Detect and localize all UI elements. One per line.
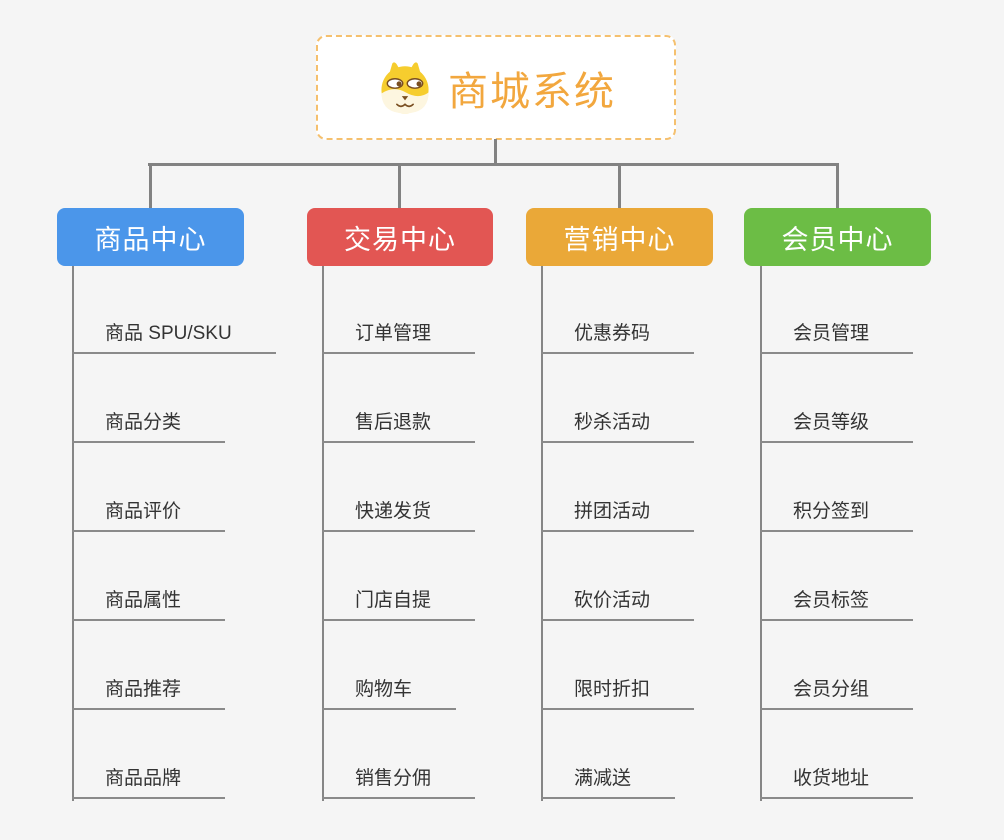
branch-node-member-center[interactable]: 会员中心: [744, 208, 931, 266]
leaf-node[interactable]: 砍价活动: [541, 575, 695, 621]
leaf-node[interactable]: 限时折扣: [541, 664, 695, 710]
leaf-node[interactable]: 快递发货: [322, 486, 476, 532]
root-node[interactable]: 商城系统: [316, 35, 676, 140]
branch-node-product-center[interactable]: 商品中心: [57, 208, 244, 266]
leaf-node[interactable]: 优惠券码: [541, 308, 695, 354]
connector-rail: [322, 266, 324, 801]
leaf-label: 收货地址: [793, 768, 870, 789]
leaf-node[interactable]: 商品品牌: [72, 753, 226, 799]
connector-rail: [760, 266, 762, 801]
leaf-node[interactable]: 满减送: [541, 753, 676, 799]
leaf-node[interactable]: 售后退款: [322, 397, 476, 443]
connector-drop-marketing: [618, 164, 621, 209]
branch-children-product-center: 商品 SPU/SKU 商品分类 商品评价 商品属性 商品推荐 商品品牌: [72, 266, 372, 806]
leaf-node[interactable]: 门店自提: [322, 575, 476, 621]
branch-node-trade-center[interactable]: 交易中心: [307, 208, 493, 266]
branch-label: 会员中心: [781, 224, 894, 255]
leaf-label: 会员等级: [793, 412, 870, 433]
leaf-label: 门店自提: [355, 590, 432, 611]
leaf-node[interactable]: 会员管理: [760, 308, 914, 354]
branch-label: 商品中心: [94, 224, 207, 255]
leaf-node[interactable]: 会员分组: [760, 664, 914, 710]
leaf-label: 购物车: [355, 679, 413, 700]
leaf-node[interactable]: 秒杀活动: [541, 397, 695, 443]
leaf-label: 商品分类: [105, 412, 182, 433]
leaf-label: 砍价活动: [574, 590, 651, 611]
leaf-label: 订单管理: [355, 323, 432, 344]
branch-node-marketing-center[interactable]: 营销中心: [526, 208, 713, 266]
leaf-node[interactable]: 销售分佣: [322, 753, 476, 799]
leaf-node[interactable]: 购物车: [322, 664, 457, 710]
leaf-label: 会员分组: [793, 679, 870, 700]
leaf-node[interactable]: 商品 SPU/SKU: [72, 308, 276, 354]
connector-drop-products: [149, 164, 152, 209]
branch-children-marketing-center: 优惠券码 秒杀活动 拼团活动 砍价活动 限时折扣 满减送: [541, 266, 841, 806]
leaf-node[interactable]: 会员标签: [760, 575, 914, 621]
leaf-label: 商品属性: [105, 590, 182, 611]
leaf-label: 拼团活动: [574, 501, 651, 522]
branch-children-member-center: 会员管理 会员等级 积分签到 会员标签 会员分组 收货地址: [760, 266, 1004, 806]
leaf-node[interactable]: 商品推荐: [72, 664, 226, 710]
connector-rail: [541, 266, 543, 801]
leaf-label: 优惠券码: [574, 323, 651, 344]
leaf-node[interactable]: 会员等级: [760, 397, 914, 443]
leaf-label: 限时折扣: [574, 679, 651, 700]
leaf-node[interactable]: 订单管理: [322, 308, 476, 354]
leaf-node[interactable]: 收货地址: [760, 753, 914, 799]
leaf-label: 会员标签: [793, 590, 870, 611]
leaf-label: 满减送: [574, 768, 632, 789]
leaf-node[interactable]: 商品评价: [72, 486, 226, 532]
root-title: 商城系统: [448, 69, 616, 114]
branch-children-trade-center: 订单管理 售后退款 快递发货 门店自提 购物车 销售分佣: [322, 266, 622, 806]
connector-drop-trade: [398, 164, 401, 209]
leaf-node[interactable]: 商品属性: [72, 575, 226, 621]
connector-drop-members: [836, 164, 839, 209]
leaf-label: 商品 SPU/SKU: [105, 323, 232, 344]
leaf-node[interactable]: 积分签到: [760, 486, 914, 532]
connector-rail: [72, 266, 74, 801]
leaf-label: 商品推荐: [105, 679, 182, 700]
leaf-label: 商品评价: [105, 501, 182, 522]
leaf-node[interactable]: 拼团活动: [541, 486, 695, 532]
leaf-label: 销售分佣: [355, 768, 432, 789]
leaf-label: 秒杀活动: [574, 412, 651, 433]
leaf-label: 快递发货: [355, 501, 432, 522]
leaf-label: 会员管理: [793, 323, 870, 344]
leaf-label: 积分签到: [793, 501, 870, 522]
branch-label: 交易中心: [344, 224, 456, 255]
connector-bus-line: [148, 163, 839, 166]
leaf-label: 商品品牌: [105, 768, 182, 789]
leaf-label: 售后退款: [355, 412, 432, 433]
leaf-node[interactable]: 商品分类: [72, 397, 226, 443]
connector-root-stub: [494, 139, 497, 166]
branch-label: 营销中心: [563, 224, 676, 255]
doge-dog-icon: [381, 61, 429, 113]
